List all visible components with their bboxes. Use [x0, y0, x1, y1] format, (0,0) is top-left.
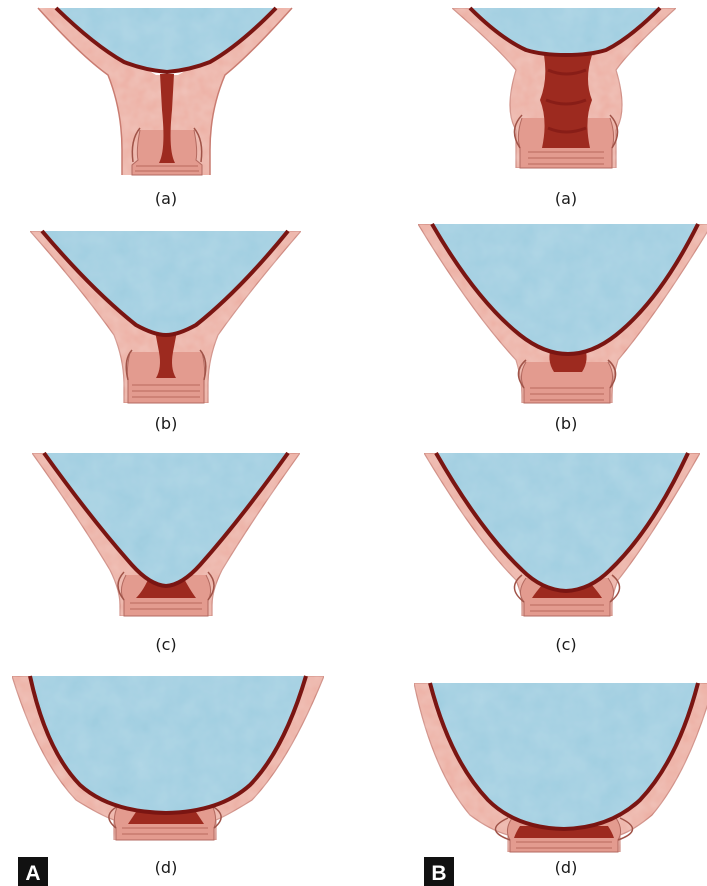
diagram-b-b: (b) — [418, 224, 707, 433]
diagram-caption: (a) — [555, 189, 577, 208]
diagram-caption: (a) — [155, 189, 177, 208]
diagram-a-d: (d) — [12, 676, 324, 877]
diagram-b-d: (d) — [414, 683, 707, 877]
diagram-caption: (b) — [155, 414, 178, 433]
diagram-b-c: (c) — [424, 453, 700, 654]
diagram-caption: (b) — [555, 414, 578, 433]
diagram-caption: (c) — [555, 635, 576, 654]
diagram-caption: (c) — [155, 635, 176, 654]
panel-label-b-text: B — [431, 862, 446, 885]
diagram-a-b: (b) — [30, 231, 301, 433]
diagram-a-c: (c) — [32, 453, 300, 654]
diagram-a-a: (a) — [38, 8, 292, 208]
diagram-caption: (d) — [155, 858, 178, 877]
diagram-b-a: (a) — [452, 8, 676, 208]
panel-label-a: A — [18, 857, 48, 886]
panel-label-b: B — [424, 857, 454, 886]
panel-label-a-text: A — [25, 862, 40, 885]
diagram-caption: (d) — [555, 858, 578, 877]
